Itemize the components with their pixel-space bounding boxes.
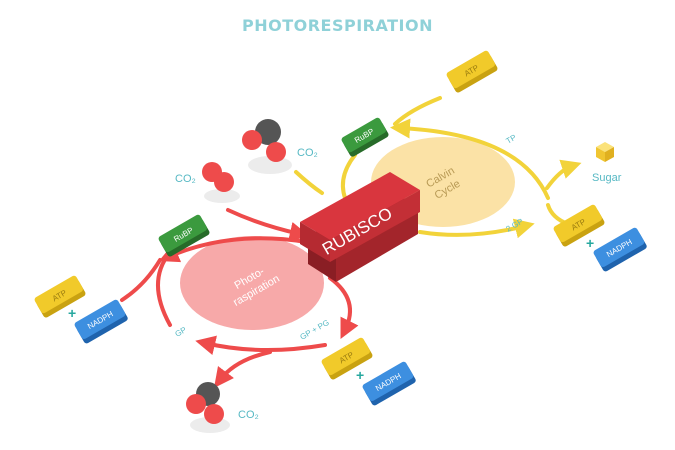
co2-molecule-released-icon <box>186 382 230 433</box>
nadph-chip-left: NADPH <box>74 299 128 344</box>
two-gp-label: 2 GP <box>505 217 525 234</box>
plus-sign-bottom: + <box>356 367 364 383</box>
nadph-chip-bottom: NADPH <box>362 361 416 406</box>
gp-pg-label: GP + PG <box>299 318 331 342</box>
co2-label-top: CO₂ <box>297 147 318 159</box>
calvin-cycle-arrows <box>294 96 582 239</box>
co2-molecule-icon <box>242 119 292 174</box>
sugar-cube-icon <box>596 142 614 162</box>
atp-chip-right: ATP <box>553 204 605 247</box>
plus-sign-left: + <box>68 305 76 321</box>
co2-molecule-incoming-icon <box>202 162 240 203</box>
rubisco-enzyme: RUBISCO <box>300 172 420 282</box>
photorespiration-arrows <box>120 208 359 388</box>
calvin-cycle-label: Calvin Cycle <box>424 165 462 202</box>
rubp-chip-photo: RuBP <box>158 214 210 257</box>
atp-chip-top: ATP <box>446 50 498 93</box>
atp-chip-bottom: ATP <box>321 337 373 380</box>
co2-label-bottom: CO₂ <box>238 409 259 421</box>
plus-sign-right: + <box>586 235 594 251</box>
nadph-chip-right: NADPH <box>593 227 647 272</box>
gp-label: GP <box>174 325 189 339</box>
rubp-chip-calvin: RuBP <box>341 117 389 157</box>
photorespiration-disc <box>180 236 324 330</box>
sugar-label: Sugar <box>592 172 622 184</box>
tp-label: TP <box>505 133 518 146</box>
atp-chip-left: ATP <box>34 275 86 318</box>
co2-label-left: CO₂ <box>175 173 196 185</box>
page-title: PHOTORESPIRATION <box>241 16 433 35</box>
